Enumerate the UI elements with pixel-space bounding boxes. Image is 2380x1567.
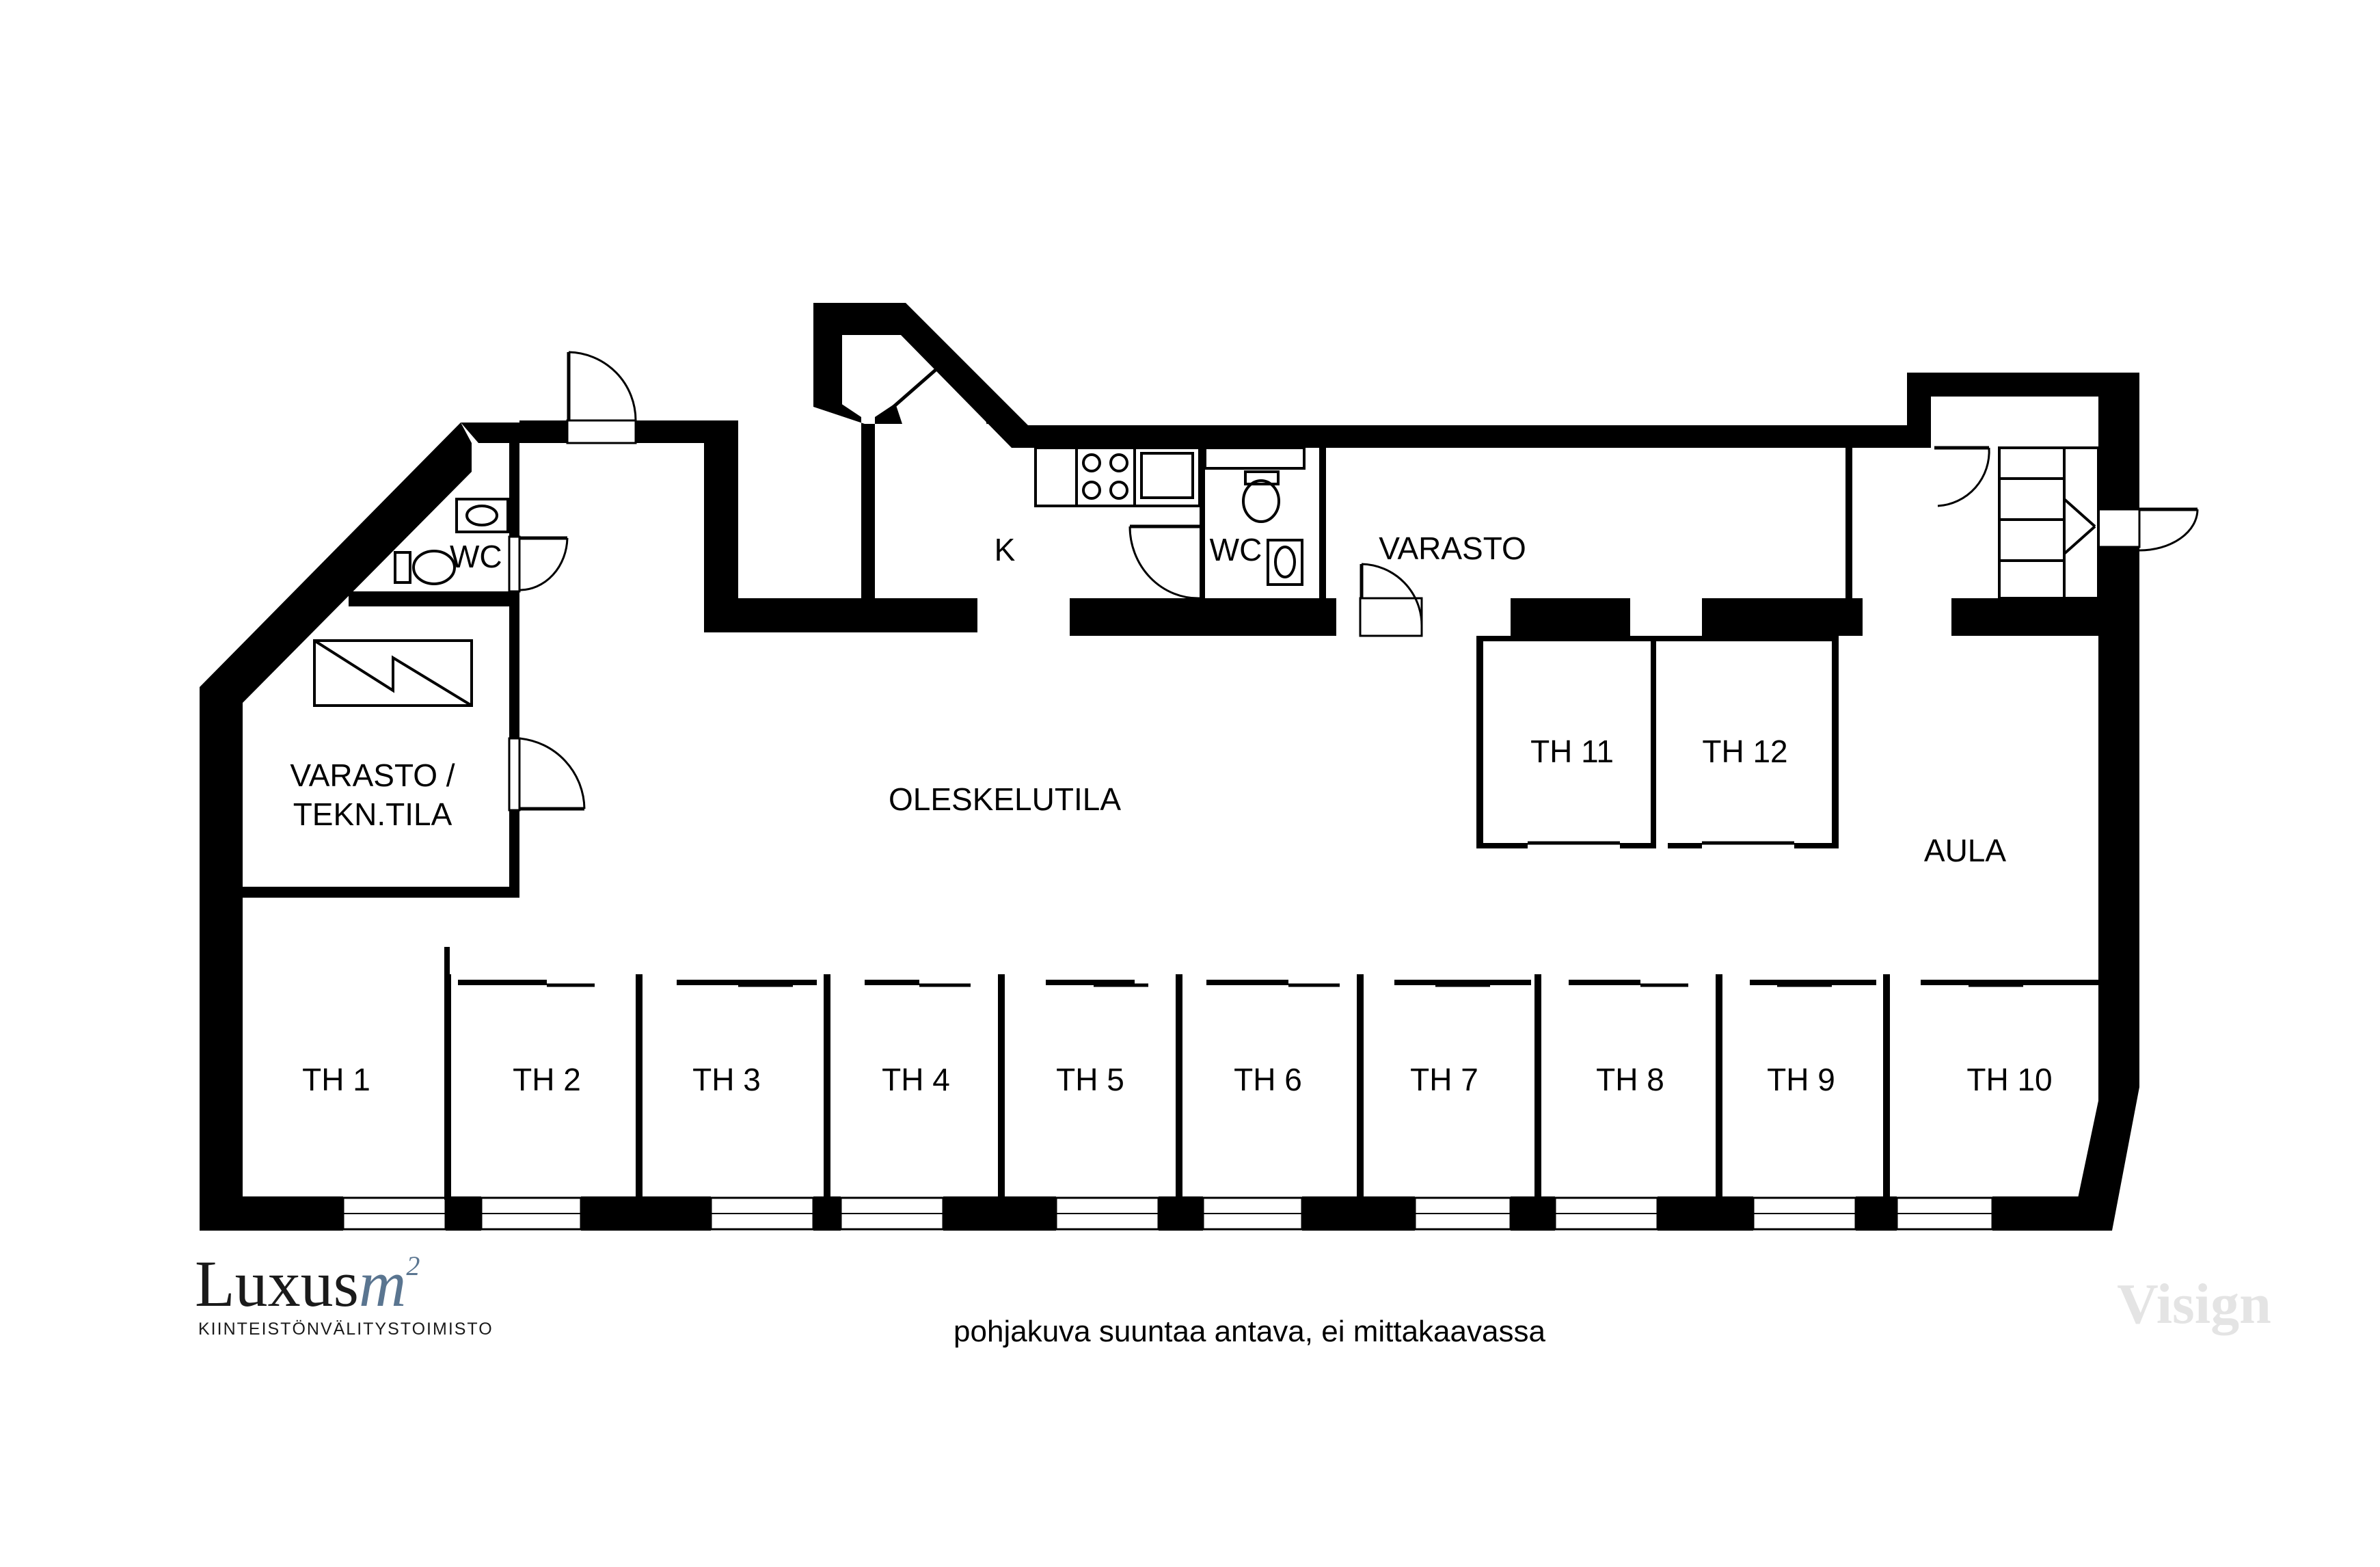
label-kitchen: K [995, 532, 1016, 567]
footer: pohjakuva suuntaa antava, ei mittakaavas… [195, 1247, 2271, 1348]
label-th8: TH 8 [1596, 1062, 1664, 1097]
label-varasto: VARASTO [1379, 531, 1526, 566]
label-th12: TH 12 [1702, 734, 1787, 769]
disclaimer-text: pohjakuva suuntaa antava, ei mittakaavas… [954, 1315, 1545, 1348]
label-th10: TH 10 [1966, 1062, 2052, 1097]
label-wc-mid: WC [1210, 532, 1262, 567]
windows [342, 1196, 1994, 1231]
label-wc-left: WC [450, 539, 502, 574]
logo-tagline: KIINTEISTÖNVÄLITYSTOIMISTO [198, 1320, 493, 1339]
fixtures [313, 446, 2100, 707]
visign-watermark: Visign [2117, 1272, 2271, 1336]
label-varasto-tekn-1: VARASTO / [290, 758, 455, 793]
label-th5: TH 5 [1056, 1062, 1124, 1097]
label-oleskelutila: OLESKELUTILA [889, 781, 1121, 817]
doors [508, 351, 2199, 987]
label-th2: TH 2 [513, 1062, 581, 1097]
label-th6: TH 6 [1234, 1062, 1302, 1097]
label-th9: TH 9 [1767, 1062, 1835, 1097]
room-labels: WC K WC VARASTO VARASTO / TEKN.TILA OLES… [290, 531, 2052, 1097]
luxus-logo: Luxusm2 KIINTEISTÖNVÄLITYSTOIMISTO [195, 1247, 493, 1339]
label-th7: TH 7 [1410, 1062, 1478, 1097]
label-th11: TH 11 [1530, 734, 1614, 769]
label-aula: AULA [1924, 833, 2006, 868]
logo-wordmark: Luxusm2 [195, 1247, 420, 1320]
label-th1: TH 1 [302, 1062, 370, 1097]
outer-walls [200, 303, 2139, 1231]
label-th3: TH 3 [692, 1062, 761, 1097]
label-th4: TH 4 [882, 1062, 950, 1097]
label-varasto-tekn-2: TEKN.TILA [293, 796, 452, 832]
